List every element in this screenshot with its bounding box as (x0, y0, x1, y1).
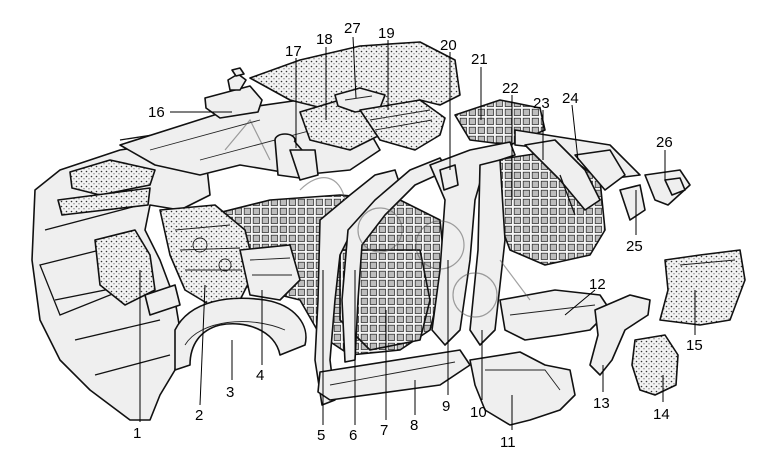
callout-19: 19 (378, 25, 395, 42)
callout-14: 14 (653, 406, 670, 423)
callout-22: 22 (502, 80, 519, 97)
callout-18: 18 (316, 31, 333, 48)
part-12-liner (499, 289, 611, 341)
callout-6: 6 (349, 427, 357, 444)
watermark-traces (224, 118, 531, 318)
callout-24: 24 (562, 90, 579, 107)
callout-11: 11 (500, 434, 516, 451)
part-13-14-15 (589, 249, 746, 396)
callout-7: 7 (380, 422, 388, 439)
callout-1: 1 (133, 425, 141, 442)
callout-20: 20 (440, 37, 457, 54)
callout-12: 12 (589, 276, 606, 293)
part-3-wheel-arch (174, 297, 307, 371)
callout-21: 21 (471, 51, 488, 68)
part-23-24-quarter (524, 139, 626, 216)
callout-9: 9 (442, 398, 450, 415)
engine-bay (159, 204, 301, 306)
callout-5: 5 (317, 427, 325, 444)
callout-15: 15 (686, 337, 703, 354)
callout-8: 8 (410, 417, 418, 434)
part-16-pad (204, 67, 263, 119)
part-25-26-brackets (619, 169, 691, 221)
callout-27: 27 (344, 20, 361, 37)
callout-26: 26 (656, 134, 673, 151)
callout-4: 4 (256, 367, 264, 384)
part-8-sill (317, 349, 471, 401)
callout-13: 13 (593, 395, 610, 412)
part-17-neck (274, 133, 319, 181)
callout-16: 16 (148, 104, 165, 121)
callout-25: 25 (626, 238, 643, 255)
callout-23: 23 (533, 95, 550, 112)
part-11-tray (469, 351, 576, 426)
callout-10: 10 (470, 404, 487, 421)
callout-17: 17 (285, 43, 302, 60)
callout-2: 2 (195, 407, 203, 424)
callout-labels: 1 2 3 4 5 6 7 8 9 10 11 12 13 14 15 16 1… (133, 20, 703, 451)
part-5-6-pillars (314, 157, 449, 406)
callout-3: 3 (226, 384, 234, 401)
leader-lines (139, 36, 696, 430)
